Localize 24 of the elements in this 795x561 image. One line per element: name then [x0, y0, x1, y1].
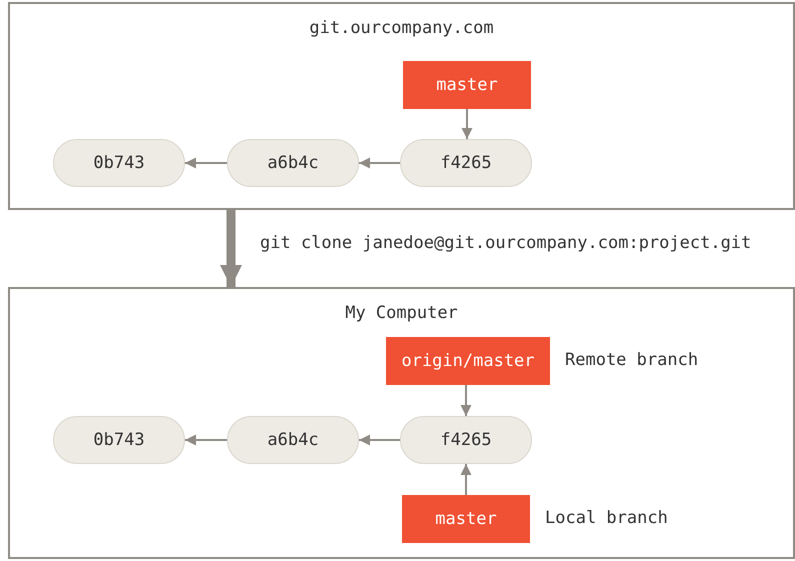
panel-title: git.ourcompany.com — [308, 18, 495, 38]
commit-pill: 0b743 — [53, 416, 185, 464]
commit-pill: a6b4c — [227, 139, 359, 187]
edge-label: git clone janedoe@git.ourcompany.com:project.git — [260, 233, 752, 253]
branch-caption: Local branch — [545, 508, 668, 528]
arrow — [359, 434, 400, 446]
branch-caption: Remote branch — [565, 350, 698, 370]
commit-pill: 0b743 — [53, 139, 185, 187]
arrow — [462, 109, 472, 139]
commit-pill: f4265 — [400, 416, 532, 464]
panel-title: My Computer — [344, 303, 459, 323]
branch-label: origin/master — [386, 337, 550, 385]
commit-pill: a6b4c — [227, 416, 359, 464]
arrow — [359, 158, 400, 168]
server-panel — [8, 287, 795, 559]
arrow — [460, 385, 472, 416]
arrow — [185, 158, 227, 168]
arrow — [460, 464, 472, 495]
branch-label: master — [402, 495, 530, 543]
server-panel — [8, 2, 795, 210]
branch-label: master — [403, 61, 531, 109]
arrow — [220, 210, 242, 287]
commit-pill: f4265 — [400, 139, 532, 187]
arrow — [185, 434, 227, 446]
